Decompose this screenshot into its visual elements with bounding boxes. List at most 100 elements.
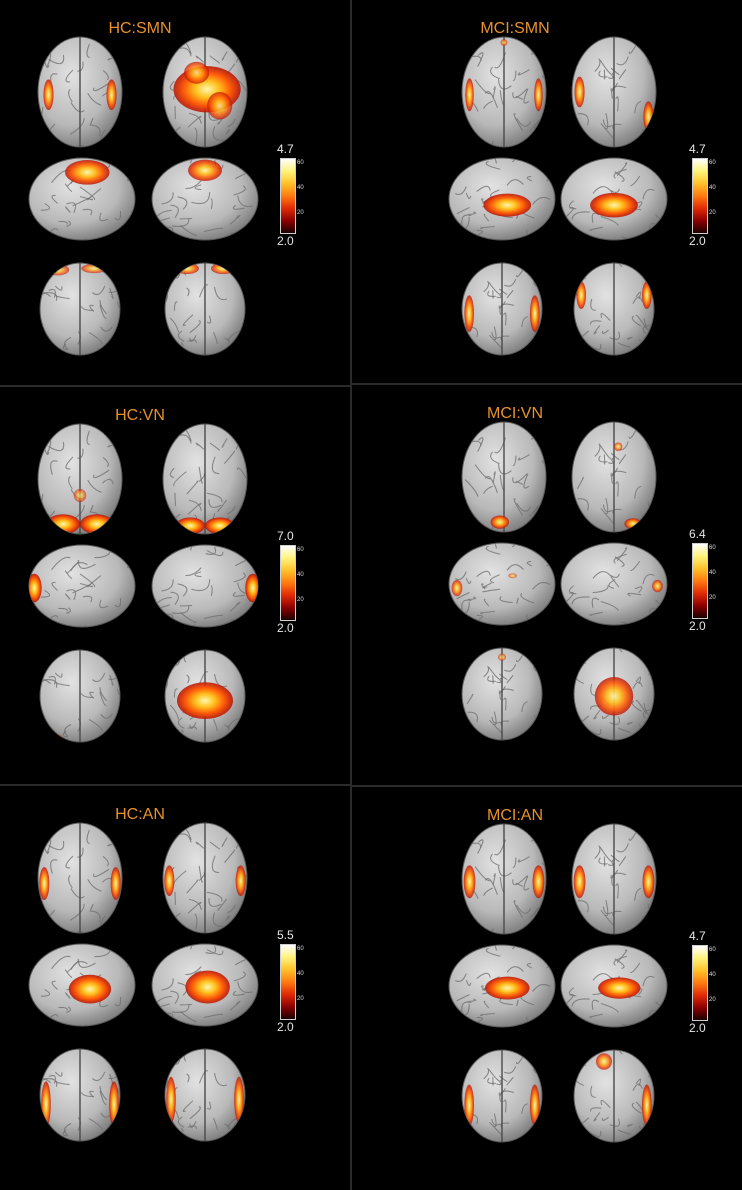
activation-blob xyxy=(598,977,641,999)
activation-blob xyxy=(490,515,510,529)
inferior-brain-view xyxy=(37,36,123,148)
posterior-brain-view xyxy=(164,262,246,356)
brain-renderings xyxy=(28,822,259,1142)
activation-blob xyxy=(652,579,663,593)
inferior-brain-view xyxy=(461,823,547,935)
colorbar-tick-label: 60 xyxy=(297,946,304,952)
brain-renderings xyxy=(28,423,259,743)
activation-blob xyxy=(483,193,532,217)
colorbar-tick-label: 60 xyxy=(709,947,716,953)
colorbar-max-label: 4.7 xyxy=(689,142,706,156)
colorbar xyxy=(280,545,296,621)
colorbar xyxy=(692,543,708,619)
panel-divider xyxy=(0,385,350,387)
activation-blob xyxy=(245,573,258,603)
activation-blob xyxy=(642,865,655,899)
activation-blob xyxy=(43,79,54,111)
lateral-right-brain-view xyxy=(560,944,668,1028)
activation-blob xyxy=(464,1084,474,1126)
colorbar xyxy=(692,158,708,234)
activation-blob xyxy=(39,867,50,900)
panel-divider xyxy=(352,383,742,385)
activation-blob xyxy=(624,518,642,530)
lateral-left-brain-view xyxy=(28,544,136,628)
lateral-right-brain-view xyxy=(151,544,259,628)
anterior-brain-view xyxy=(461,647,543,741)
lateral-right-brain-view xyxy=(560,157,668,241)
activation-blob xyxy=(576,281,586,310)
activation-blob xyxy=(451,579,463,597)
inferior-brain-view xyxy=(461,36,547,148)
panel-title: MCI:AN xyxy=(487,807,543,824)
activation-blob xyxy=(175,263,199,275)
colorbar-tick-label: 20 xyxy=(297,210,304,216)
activation-blob xyxy=(500,39,508,46)
superior-brain-view xyxy=(571,823,657,935)
panel-title: MCI:SMN xyxy=(480,20,550,37)
brain-renderings xyxy=(28,36,259,356)
colorbar xyxy=(692,945,708,1021)
anterior-brain-view xyxy=(461,1049,543,1143)
posterior-brain-view xyxy=(573,1049,655,1143)
activation-blob xyxy=(80,514,114,534)
superior-brain-view xyxy=(571,421,657,533)
brain-renderings xyxy=(448,823,668,1143)
colorbar-tick-label: 60 xyxy=(709,545,716,551)
activation-blob xyxy=(642,281,652,310)
colorbar-min-label: 2.0 xyxy=(689,1021,706,1035)
superior-brain-view xyxy=(571,36,657,148)
panel-title: HC:AN xyxy=(115,806,165,823)
inferior-brain-view xyxy=(461,421,547,533)
inferior-brain-view xyxy=(37,822,123,934)
colorbar-tick-label: 60 xyxy=(297,547,304,553)
colorbar-min-label: 2.0 xyxy=(277,621,294,635)
brain-renderings xyxy=(448,421,668,741)
activation-blob xyxy=(485,976,530,1000)
colorbar-tick-label: 20 xyxy=(709,997,716,1003)
anterior-brain-view xyxy=(39,262,121,356)
colorbar-tick-label: 20 xyxy=(297,597,304,603)
posterior-brain-view xyxy=(573,647,655,741)
colorbar-tick-label: 40 xyxy=(709,570,716,576)
superior-brain-view xyxy=(162,36,248,148)
superior-brain-view xyxy=(162,822,248,934)
colorbar-tick-label: 20 xyxy=(709,210,716,216)
activation-blob xyxy=(596,1053,612,1070)
activation-blob xyxy=(205,517,235,534)
anterior-brain-view xyxy=(39,1048,121,1142)
lateral-right-brain-view xyxy=(151,943,259,1027)
inferior-brain-view xyxy=(37,423,123,535)
colorbar-tick-label: 60 xyxy=(709,160,716,166)
anterior-brain-view xyxy=(461,262,543,356)
colorbar-tick-label: 60 xyxy=(297,160,304,166)
activation-blob xyxy=(29,573,42,603)
activation-blob xyxy=(508,573,517,579)
colorbar-tick-label: 40 xyxy=(297,971,304,977)
activation-blob xyxy=(177,682,233,719)
lateral-right-brain-view xyxy=(151,157,259,241)
activation-blob xyxy=(234,1076,244,1123)
activation-blob xyxy=(590,192,638,218)
activation-blob xyxy=(106,79,117,111)
anterior-brain-view xyxy=(39,649,121,743)
activation-blob xyxy=(65,160,110,185)
panel-divider xyxy=(350,0,352,1190)
activation-blob xyxy=(188,159,222,181)
colorbar xyxy=(280,944,296,1020)
colorbar-tick-label: 40 xyxy=(297,572,304,578)
lateral-left-brain-view xyxy=(28,943,136,1027)
activation-blob xyxy=(530,295,540,332)
colorbar-min-label: 2.0 xyxy=(689,234,706,248)
activation-blob xyxy=(594,676,634,716)
lateral-left-brain-view xyxy=(448,542,556,626)
activation-blob xyxy=(46,514,80,534)
activation-blob xyxy=(110,867,121,900)
activation-blob xyxy=(184,61,210,84)
colorbar xyxy=(280,158,296,234)
colorbar-max-label: 5.5 xyxy=(277,928,294,942)
colorbar-min-label: 2.0 xyxy=(277,1020,294,1034)
colorbar-max-label: 4.7 xyxy=(689,929,706,943)
